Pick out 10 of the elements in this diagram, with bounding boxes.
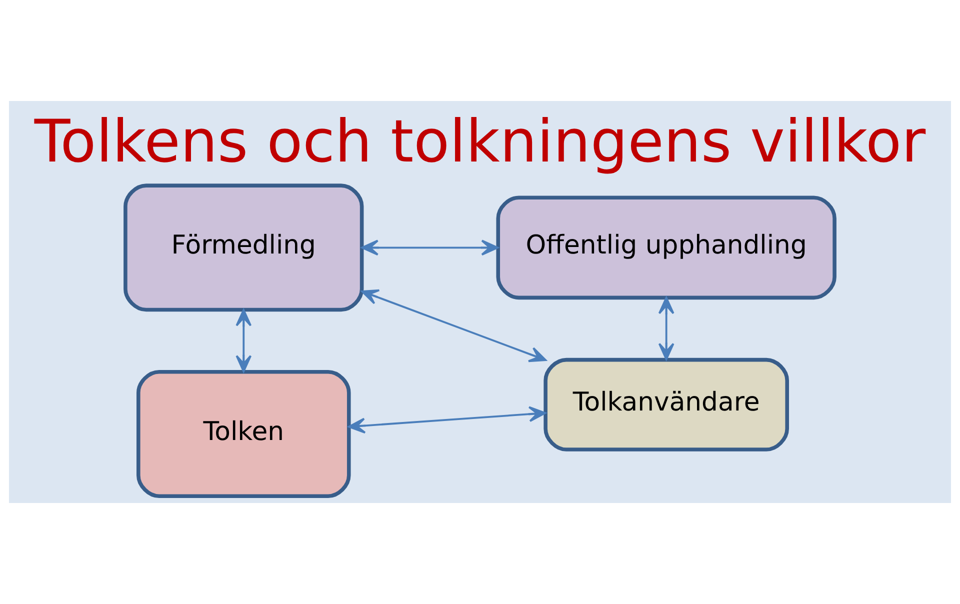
arrow <box>236 309 252 372</box>
node-box: Tolken <box>136 370 351 498</box>
arrow <box>361 240 498 256</box>
node-box: Offentlig upphandling <box>496 196 836 300</box>
arrow <box>348 406 546 434</box>
node-box: Tolkanvändare <box>544 358 789 452</box>
arrow <box>658 296 674 360</box>
arrow <box>361 289 546 362</box>
node-box: Förmedling <box>124 184 364 312</box>
diagram-title: Tolkens och tolkningens villkor <box>34 108 926 176</box>
